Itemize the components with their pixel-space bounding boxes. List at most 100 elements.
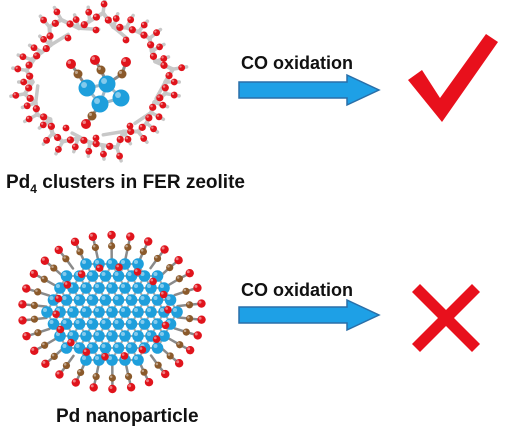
framework-oxygen	[149, 103, 157, 111]
checkmark-stroke	[408, 34, 498, 122]
framework-oxygen	[155, 113, 163, 121]
pd-atom-highlight	[127, 295, 132, 300]
framework-oxygen	[26, 72, 34, 80]
zeolite-caption: Pd4 clusters in FER zeolite	[6, 172, 245, 196]
framework-oxygen-highlight	[128, 128, 131, 132]
surface-oxygen	[56, 325, 65, 334]
carbon-atom	[96, 65, 106, 75]
framework-oxygen-highlight	[117, 136, 121, 140]
framework-oxygen	[12, 91, 20, 99]
pd-atom-highlight	[127, 343, 132, 348]
oxygen-atom	[88, 232, 98, 241]
oxygen-atom	[197, 315, 206, 324]
framework-oxygen	[40, 16, 47, 24]
framework-oxygen-highlight	[26, 116, 30, 119]
oxygen-atom-highlight	[30, 270, 34, 274]
zeolite-cluster-image	[9, 0, 189, 163]
pd-atom	[138, 270, 151, 282]
framework-oxygen	[178, 64, 186, 72]
surface-oxygen	[138, 346, 147, 354]
pd-atom-highlight	[88, 295, 93, 300]
framework-bond	[33, 84, 40, 105]
framework-oxygen	[71, 143, 79, 151]
framework-oxygen-highlight	[154, 30, 157, 33]
pd-atom-highlight	[94, 331, 99, 336]
pd-atom-highlight	[81, 331, 86, 336]
pd-atom	[93, 306, 105, 318]
pd-atom-highlight	[114, 343, 119, 348]
oxygen-atom	[66, 59, 76, 69]
oxygen-atom	[126, 383, 136, 392]
zeolite-caption-suffix: clusters in FER zeolite	[36, 172, 245, 193]
nanoparticle-image	[18, 230, 206, 394]
framework-oxygen-highlight	[161, 56, 164, 59]
pd-atom-highlight	[153, 343, 158, 348]
framework-oxygen-highlight	[56, 147, 59, 150]
carbon-atom	[50, 352, 58, 360]
oxygen-atom	[144, 237, 153, 246]
framework-oxygen-highlight	[93, 141, 97, 144]
carbon-atom-highlight	[92, 244, 96, 248]
surface-oxygen	[161, 321, 170, 330]
cross-icon	[412, 284, 480, 352]
framework-bond	[111, 25, 130, 41]
framework-oxygen-highlight	[101, 151, 104, 155]
pd-atom-highlight	[120, 259, 125, 264]
carbon-atom-highlight	[141, 369, 145, 373]
framework-oxygen-highlight	[54, 9, 57, 12]
zeolite-caption-prefix: Pd	[6, 172, 31, 193]
carbon-atom-highlight	[63, 256, 66, 259]
pd-atom	[151, 342, 164, 354]
oxygen-atom-highlight	[42, 360, 46, 364]
oxygen-atom-highlight	[41, 257, 45, 261]
pd-atom-highlight	[140, 271, 145, 276]
pd-atom-highlight	[133, 307, 138, 312]
pd-atom	[93, 330, 105, 342]
carbon-atom	[62, 361, 71, 370]
carbon-atom-highlight	[167, 265, 170, 268]
carbon-atom-highlight	[183, 329, 187, 333]
framework-oxygen-highlight	[93, 14, 97, 18]
carbon-atom-highlight	[74, 70, 79, 75]
framework-oxygen-highlight	[146, 115, 149, 118]
framework-oxygen	[112, 15, 120, 22]
framework-oxygen-highlight	[41, 114, 44, 117]
framework-oxygen	[66, 20, 74, 28]
pd-atom	[67, 306, 79, 318]
pd-atom	[73, 318, 86, 330]
oxygen-atom-highlight	[55, 246, 59, 250]
pd-atom-highlight	[81, 283, 86, 288]
surface-oxygen	[52, 310, 60, 319]
framework-oxygen	[161, 84, 169, 92]
framework-oxygen	[170, 78, 178, 86]
pd-atom-highlight	[94, 355, 99, 360]
oxygen-atom	[40, 256, 50, 265]
pd-atom	[119, 282, 131, 294]
oxygen-atom-highlight	[109, 386, 113, 389]
pd-atom	[106, 258, 118, 270]
framework-oxygen-highlight	[123, 37, 126, 41]
pd-atom-highlight	[133, 283, 138, 288]
oxygen-atom	[89, 383, 98, 392]
carbon-atom	[30, 301, 38, 310]
oxygen-atom	[18, 300, 27, 309]
carbon-atom	[108, 374, 116, 382]
framework-oxygen-highlight	[20, 54, 23, 57]
carbon-atom-highlight	[183, 288, 187, 292]
pd-atom-highlight	[88, 271, 93, 276]
oxygen-atom-highlight	[56, 371, 60, 375]
surface-oxygen-highlight	[55, 296, 59, 299]
framework-oxygen	[55, 145, 62, 153]
carbon-atom-highlight	[126, 373, 129, 377]
framework-oxygen-highlight	[128, 17, 131, 20]
oxygen-atom-highlight	[186, 270, 190, 274]
oxygen-atom	[81, 119, 91, 129]
carbon-atom	[182, 328, 190, 336]
carbon-atom-highlight	[155, 362, 159, 366]
pd-atom-highlight	[114, 319, 119, 324]
oxygen-atom-highlight	[89, 233, 93, 237]
oxygen-atom-highlight	[175, 257, 179, 261]
oxygen-atom-highlight	[122, 58, 126, 62]
framework-oxygen-highlight	[148, 42, 151, 45]
framework-oxygen	[80, 21, 88, 29]
